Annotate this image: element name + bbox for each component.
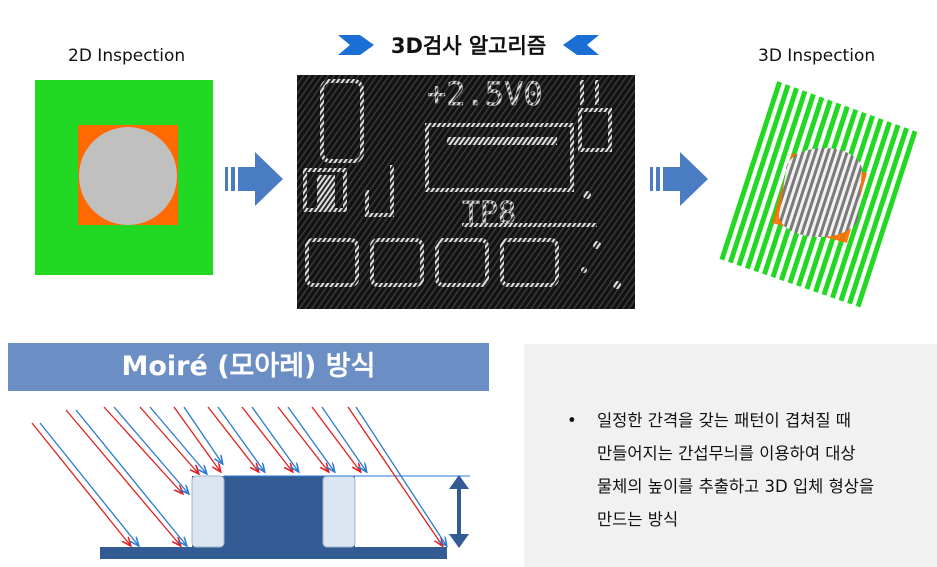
base-plate (100, 547, 447, 559)
moire-title-bar (8, 343, 489, 391)
pcb-voltage-mark: +2.5V0 (427, 75, 543, 113)
description-line: 물체의 높이를 추출하고 3D 입체 형상을 (597, 477, 875, 496)
pcb-moire-image: +2.5V0 TP8 (297, 75, 635, 309)
description-line: 만들어지는 간섭무늬를 이용하여 대상 (597, 444, 856, 463)
algorithm-title-text: 3D검사 알고리즘 (390, 34, 547, 58)
description-bullet: • (567, 411, 577, 430)
component-terminal-right (322, 475, 356, 548)
height-arrow-icon (449, 475, 469, 548)
arrow-right-icon (225, 152, 283, 206)
algorithm-title: 3D검사 알고리즘 (0, 30, 937, 60)
moire-diagram (31, 406, 470, 559)
description-line: 일정한 간격을 갖는 패턴이 겹쳐질 때 (597, 411, 851, 430)
description-box (524, 344, 937, 567)
description-line: 만드는 방식 (597, 510, 679, 529)
arrow-right-icon (650, 152, 708, 206)
inspection-2d-image (35, 80, 213, 275)
label-2d-inspection: 2D Inspection (68, 46, 186, 66)
label-3d-inspection: 3D Inspection (758, 46, 876, 66)
component-terminal-left (191, 475, 225, 548)
pcb-testpoint-mark: TP8 (462, 196, 516, 231)
chevron-left-icon (563, 35, 600, 55)
moire-title: Moiré (모아레) 방식 (121, 351, 376, 382)
chevron-right-icon (337, 35, 374, 55)
inspection-3d-image (717, 81, 920, 308)
description-text: • 일정한 간격을 갖는 패턴이 겹쳐질 때 만들어지는 간섭무늬를 이용하여 … (567, 404, 927, 536)
